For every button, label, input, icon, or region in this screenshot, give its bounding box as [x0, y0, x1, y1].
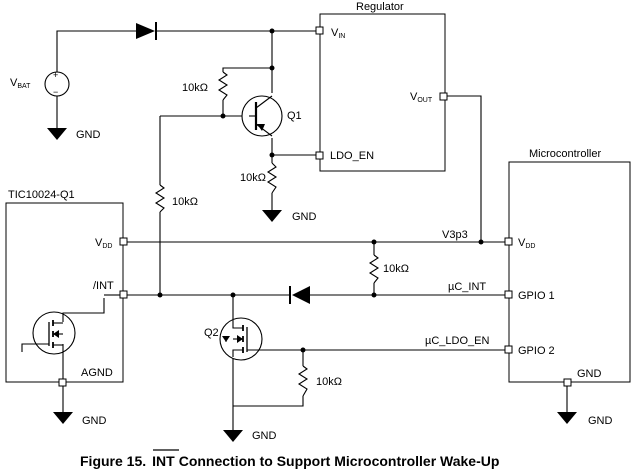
- uc-ldo-en-net-label: µC_LDO_EN: [425, 335, 489, 347]
- battery-source-icon: [44, 71, 70, 97]
- resistor-r2-value: 10kΩ: [240, 172, 266, 184]
- transistor-q1-label: Q1: [287, 110, 302, 122]
- mcu-gpio1-pin-label: GPIO 1: [518, 290, 555, 302]
- ground-label-4: GND: [252, 430, 277, 442]
- regulator-vin-pin: [315, 26, 324, 35]
- ground-icon-3: [53, 412, 73, 424]
- microcontroller-block: [508, 161, 631, 383]
- vout-pin-label: VOUT: [410, 91, 433, 104]
- ground-label-3: GND: [82, 415, 107, 427]
- resistor-r3-icon: [154, 184, 166, 213]
- battery-plus: +: [53, 70, 58, 80]
- transistor-q2-label: Q2: [204, 327, 219, 339]
- vbat-label: VBAT: [10, 77, 31, 90]
- resistor-r1-icon: [217, 71, 229, 101]
- resistor-r2-icon: [266, 162, 278, 194]
- mcu-gpio1-pin: [504, 290, 513, 299]
- tic-int-pin: [119, 290, 128, 299]
- ground-icon-4: [223, 430, 243, 442]
- resistor-r4-icon: [368, 254, 380, 284]
- ground-label-1: GND: [76, 129, 101, 141]
- ground-icon-2: [262, 210, 282, 222]
- ground-icon-5: [557, 412, 577, 424]
- microcontroller-label: Microcontroller: [529, 148, 601, 160]
- tic10024-label: TIC10024-Q1: [8, 189, 75, 201]
- tic-vdd-pin: [119, 237, 128, 246]
- mcu-vdd-pin: [504, 237, 513, 246]
- mcu-gpio2-pin-label: GPIO 2: [518, 345, 555, 357]
- mcu-gnd-pin: [563, 378, 572, 387]
- wires: [56, 30, 568, 430]
- regulator-ldo-en-pin: [315, 151, 324, 160]
- transistor-q2-icon: [219, 317, 264, 361]
- tic-agnd-pin: [58, 378, 67, 387]
- resistor-r5-icon: [297, 365, 309, 397]
- uc-int-net-label: µC_INT: [448, 281, 486, 293]
- resistor-r1-value: 10kΩ: [182, 82, 208, 94]
- vin-pin-label: VIN: [331, 27, 345, 40]
- battery-minus: −: [53, 87, 58, 97]
- resistor-r5-value: 10kΩ: [316, 376, 342, 388]
- mcu-gpio2-pin: [504, 345, 513, 354]
- resistor-r4-value: 10kΩ: [383, 263, 409, 275]
- junction-dots: [157, 28, 484, 353]
- tic-internal-mosfet-icon: [21, 294, 120, 379]
- mcu-gnd-pin-label: GND: [577, 368, 602, 380]
- v3p3-net-label: V3p3: [442, 229, 468, 241]
- ground-label-2: GND: [292, 211, 317, 223]
- tic-int-pin-label: /INT: [93, 280, 114, 292]
- tic-agnd-pin-label: AGND: [81, 367, 113, 379]
- regulator-vout-pin: [439, 92, 448, 101]
- transistor-q1-icon: [241, 95, 283, 137]
- tic10024-block: [5, 202, 124, 383]
- ldo-en-pin-label: LDO_EN: [330, 150, 374, 162]
- regulator-label: Regulator: [356, 1, 404, 13]
- tic-vdd-pin-label: VDD: [95, 237, 112, 250]
- mcu-vdd-pin-label: VDD: [518, 237, 535, 250]
- regulator-block: [319, 13, 446, 172]
- ground-icon-1: [47, 128, 67, 140]
- ground-label-5: GND: [588, 415, 613, 427]
- diode-int-icon: [289, 286, 310, 304]
- resistor-r3-value: 10kΩ: [172, 196, 198, 208]
- diode-battery-icon: [136, 22, 157, 40]
